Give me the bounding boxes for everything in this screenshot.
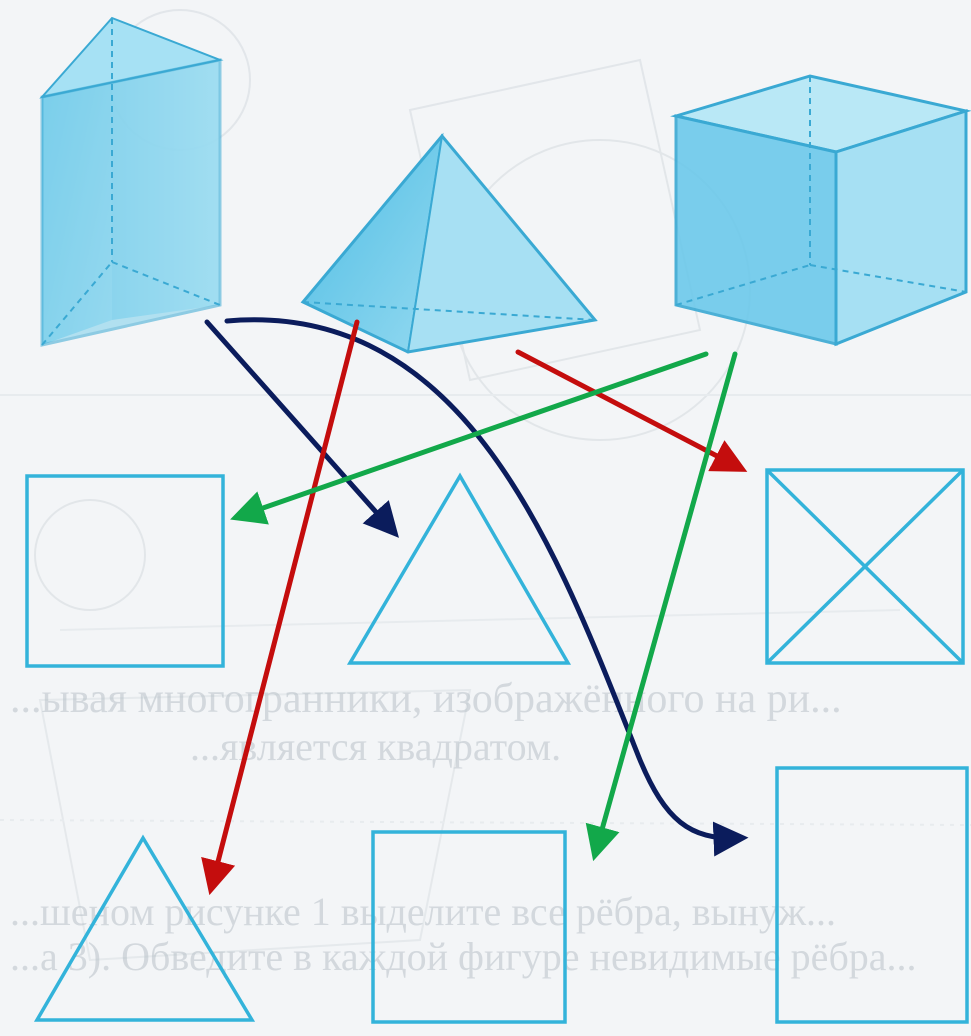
arrows bbox=[201, 317, 749, 896]
background-text: ...ывая многогранники, изображённого на … bbox=[10, 676, 917, 979]
arrow-green-cube-to-square bbox=[230, 351, 709, 525]
view-square-bottom-right bbox=[775, 766, 969, 1024]
faint-text-line-1: ...ывая многогранники, изображённого на … bbox=[10, 676, 842, 722]
arrow-navy-prism-to-tall-square bbox=[224, 317, 749, 857]
view-triangle-bottom bbox=[33, 834, 256, 1022]
pyramid-icon bbox=[300, 132, 598, 354]
view-square-bottom-middle bbox=[371, 830, 567, 1024]
triangular-prism-icon bbox=[39, 16, 224, 347]
background-page bbox=[0, 9, 971, 962]
faint-text-line-4: ...а 3). Обведите в каждой фигуре невиди… bbox=[10, 934, 917, 979]
arrow-red-pyramid-to-crossed-square bbox=[515, 349, 748, 472]
views bbox=[25, 468, 969, 1024]
view-square-with-diagonals bbox=[765, 468, 965, 665]
arrow-green-cube-to-middle-square bbox=[585, 351, 738, 862]
view-square bbox=[25, 474, 225, 668]
arrow-navy-prism-to-triangle bbox=[204, 319, 399, 538]
cube-icon bbox=[670, 74, 971, 347]
arrow-red-pyramid-to-bottom-triangle bbox=[201, 319, 360, 896]
faint-text-line-3: ...шеном рисунке 1 выделите все рёбра, в… bbox=[10, 889, 836, 934]
view-triangle bbox=[346, 472, 572, 665]
